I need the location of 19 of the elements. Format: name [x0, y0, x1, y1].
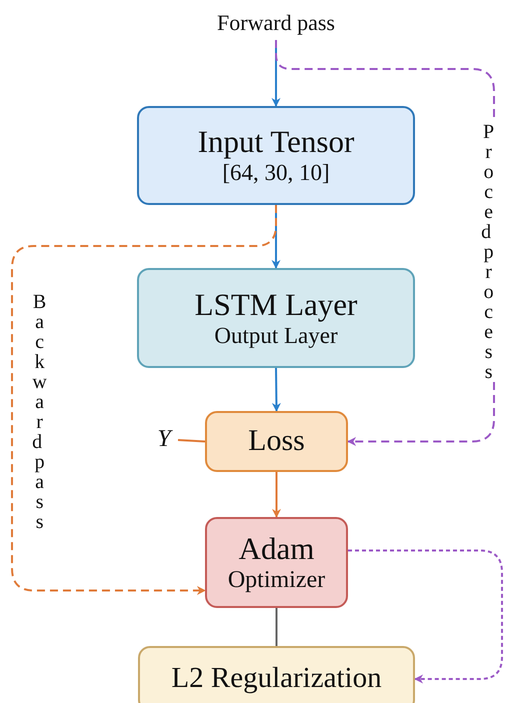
node-title: LSTM Layer [194, 286, 358, 323]
layer-box [137, 268, 415, 368]
node-title: Input Tensor [198, 124, 354, 160]
arrow [348, 550, 503, 684]
flow-label: Forward pass [217, 10, 335, 36]
input-label: Y [157, 426, 171, 454]
optimizer-box [205, 517, 348, 608]
arrow [11, 205, 277, 595]
node-subtitle: [64, 30, 10] [222, 160, 330, 187]
regularization-box [138, 646, 415, 703]
node-title: L2 Regularization [171, 662, 382, 696]
node-subtitle: Output Layer [214, 322, 338, 350]
arrow [272, 472, 281, 518]
node-subtitle: Optimizer [228, 566, 326, 594]
input-box [137, 106, 415, 205]
arrow [272, 368, 281, 412]
node-title: Adam [238, 530, 314, 567]
node-title: Loss [248, 424, 305, 459]
loss-box [205, 411, 348, 472]
